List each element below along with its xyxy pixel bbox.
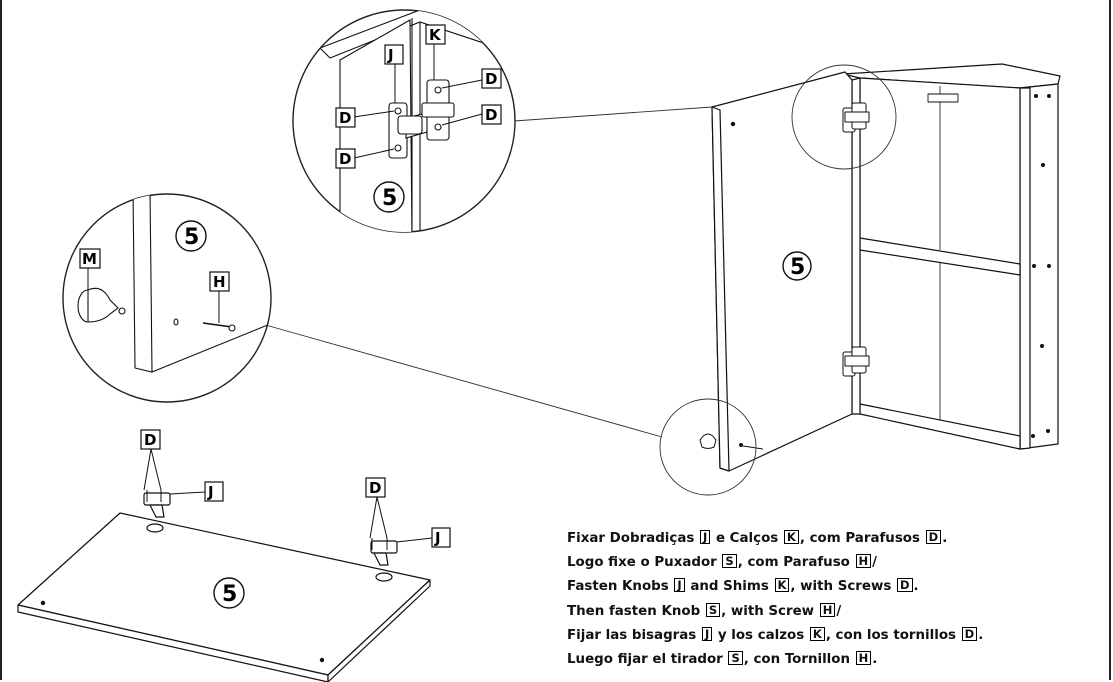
instruction-line-5: Fijar las bisagras J y los calzos K, con…	[567, 624, 1107, 648]
instruction-line-2: Logo fixe o Puxador S, com Parafuso H/	[567, 551, 1107, 575]
part-letter-box: H	[855, 650, 872, 665]
instruction-line-1: Fixar Dobradiças J e Calços K, com Paraf…	[567, 527, 1107, 551]
assembly-instructions: Fixar Dobradiças J e Calços K, com Paraf…	[567, 527, 1107, 672]
knob-detail-drawing	[77, 194, 271, 373]
instruction-line-3: Fasten Knobs J and Shims K, with Screws …	[567, 575, 1107, 599]
screw-label-d-2: D	[485, 106, 497, 124]
part-letter-box: H	[855, 554, 872, 569]
door-panel-drawing	[17, 490, 431, 682]
screw-label-h: H	[213, 273, 226, 291]
cabinet-step-circle	[782, 251, 812, 281]
cabinet-drawing	[699, 63, 1061, 472]
instruction-text: , with Screw	[721, 603, 819, 619]
instruction-line-4: Then fasten Knob S, with Screw H/	[567, 600, 1107, 624]
panel-label-d-2: D	[369, 479, 381, 497]
hinge-detail-marker	[791, 64, 897, 170]
leader-lines	[254, 106, 713, 438]
knob-detail-labels: M H 5	[79, 220, 230, 323]
part-letter-box: D	[961, 626, 978, 641]
screw-label-d-4: D	[339, 150, 351, 168]
part-letter-box: D	[925, 530, 942, 544]
instruction-text: .	[913, 579, 919, 595]
instruction-text: e Calços	[711, 531, 783, 546]
instruction-text: Luego fijar el tirador	[567, 651, 728, 667]
shim-label-k: K	[429, 26, 442, 44]
instruction-text: .	[942, 531, 948, 546]
instruction-text: Fijar las bisagras	[567, 627, 701, 643]
part-letter-box: J	[674, 578, 685, 593]
instruction-text: , com Parafusos	[799, 531, 925, 546]
instruction-text: Then fasten Knob	[567, 603, 705, 619]
part-letter-box: S	[705, 602, 721, 617]
part-letter-box: J	[701, 626, 713, 641]
hinge-detail-drawing	[319, 10, 515, 232]
panel-label-j-1: J	[207, 483, 214, 501]
panel-step-number: 5	[222, 582, 237, 607]
cabinet-step-number: 5	[790, 255, 805, 280]
panel-label-d-1: D	[144, 431, 156, 449]
instruction-text: .	[872, 651, 878, 667]
knob-detail-marker	[659, 398, 757, 496]
part-letter-box: K	[783, 530, 799, 544]
part-letter-box: K	[774, 578, 790, 593]
panel-label-j-2: J	[434, 529, 441, 547]
part-letter-box: K	[809, 626, 825, 641]
instruction-text: /	[872, 555, 878, 571]
screw-label-d-3: D	[339, 109, 351, 127]
door-panel-labels: D J D J 5	[140, 429, 451, 609]
instruction-text: .	[978, 627, 984, 643]
part-letter-box: S	[722, 554, 737, 569]
instruction-text: Logo fixe o Puxador	[567, 555, 722, 571]
screw-label-d-1: D	[485, 70, 497, 88]
hinge-label-j: J	[387, 46, 394, 64]
instruction-text: y los calzos	[713, 627, 809, 643]
knob-label-m: M	[82, 250, 97, 268]
knob-step-number: 5	[184, 225, 199, 250]
instruction-text: and Shims	[685, 579, 774, 595]
instruction-text: , with Screws	[790, 579, 896, 595]
part-letter-box: J	[700, 530, 711, 544]
instruction-text: , com Parafuso	[737, 555, 855, 571]
instruction-line-6: Luego fijar el tirador S, con Tornillon …	[567, 648, 1107, 672]
part-letter-box: S	[728, 650, 743, 665]
knob-detail-circle	[62, 193, 272, 403]
instruction-text: /	[836, 603, 842, 619]
part-letter-box: D	[897, 578, 913, 593]
instruction-text: Fasten Knobs	[567, 579, 674, 595]
instruction-text: , con los tornillos	[825, 627, 961, 643]
hinge-step-number: 5	[382, 186, 397, 211]
instruction-text: , con Tornillon	[743, 651, 855, 667]
instruction-text: Fixar Dobradiças	[567, 531, 699, 546]
part-letter-box: H	[819, 602, 836, 617]
hinge-detail-labels: J K D D D D 5	[335, 24, 502, 213]
